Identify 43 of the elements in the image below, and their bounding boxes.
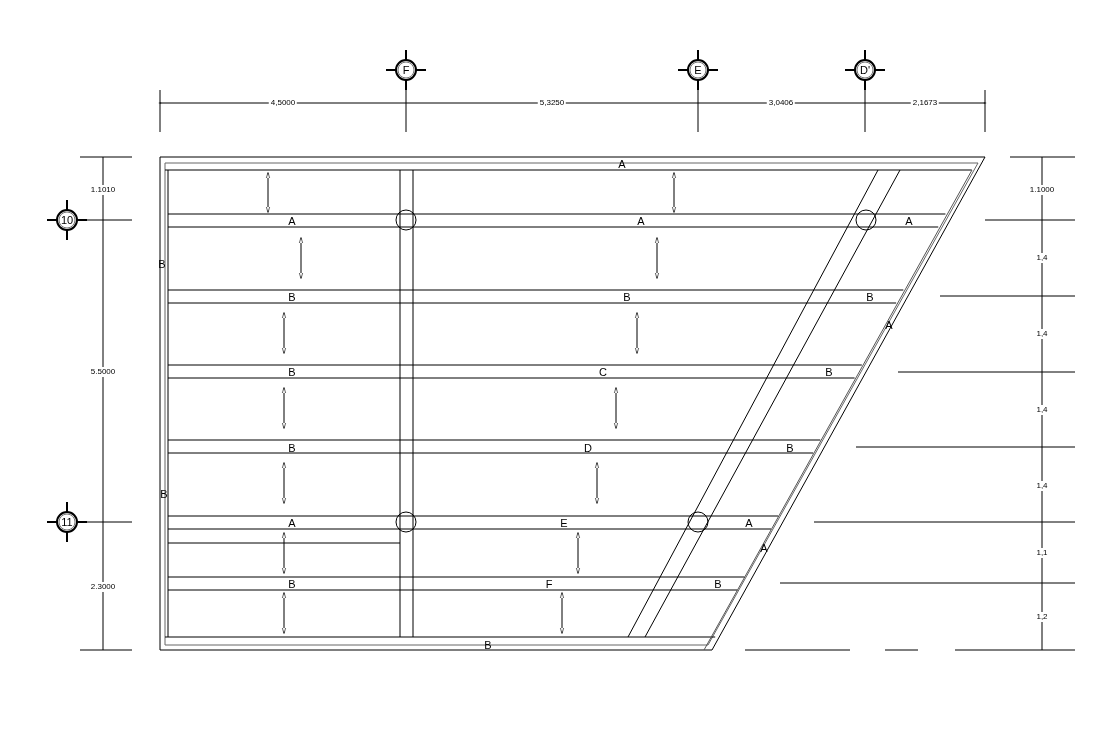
beam-label: B (288, 578, 296, 590)
beam-label: C (599, 366, 607, 378)
beam-label: B (288, 291, 296, 303)
dimension-text: 5,3250 (537, 98, 567, 108)
beam-label: A (905, 215, 913, 227)
beam-label: A (745, 517, 753, 529)
dimension-text: 4,5000 (268, 98, 298, 108)
dimension-text: 1,4 (1034, 329, 1050, 339)
grid-label: E (694, 64, 702, 76)
grid-label: 10 (60, 214, 74, 226)
beam-label: A (885, 319, 893, 331)
beam-label: B (786, 442, 794, 454)
beam-label: B (158, 258, 166, 270)
beam-label: A (288, 215, 296, 227)
dimension-text: 1,2 (1034, 612, 1050, 622)
beam-label: E (560, 517, 568, 529)
beam-label: F (545, 578, 553, 590)
dimension-text: 2,1673 (910, 98, 940, 108)
dimension-text: 1.1010 (88, 185, 118, 195)
beam-label: A (637, 215, 645, 227)
grid-label: 11 (61, 516, 73, 528)
dimension-text: 5.5000 (88, 367, 118, 377)
beam-label: A (288, 517, 296, 529)
beam-label: A (760, 542, 768, 554)
grid-label: F (402, 64, 410, 76)
dimension-text: 1,4 (1034, 481, 1050, 491)
beam-label: B (623, 291, 631, 303)
beam-label: B (484, 639, 492, 651)
dimension-text: 3,0406 (766, 98, 796, 108)
grid-label: D' (860, 64, 870, 76)
dimension-text: 1,4 (1034, 253, 1050, 263)
dimension-text: 1,1 (1034, 548, 1050, 558)
beam-label: B (866, 291, 874, 303)
dimension-text: 1.1000 (1027, 185, 1057, 195)
beam-label: B (288, 366, 296, 378)
beam-label: B (160, 488, 168, 500)
beam-label: B (288, 442, 296, 454)
beam-label: A (618, 158, 626, 170)
dimension-text: 1,4 (1034, 405, 1050, 415)
beam-label: B (825, 366, 833, 378)
dimension-text: 2.3000 (88, 582, 118, 592)
beam-label: D (584, 442, 592, 454)
beam-label: B (714, 578, 722, 590)
